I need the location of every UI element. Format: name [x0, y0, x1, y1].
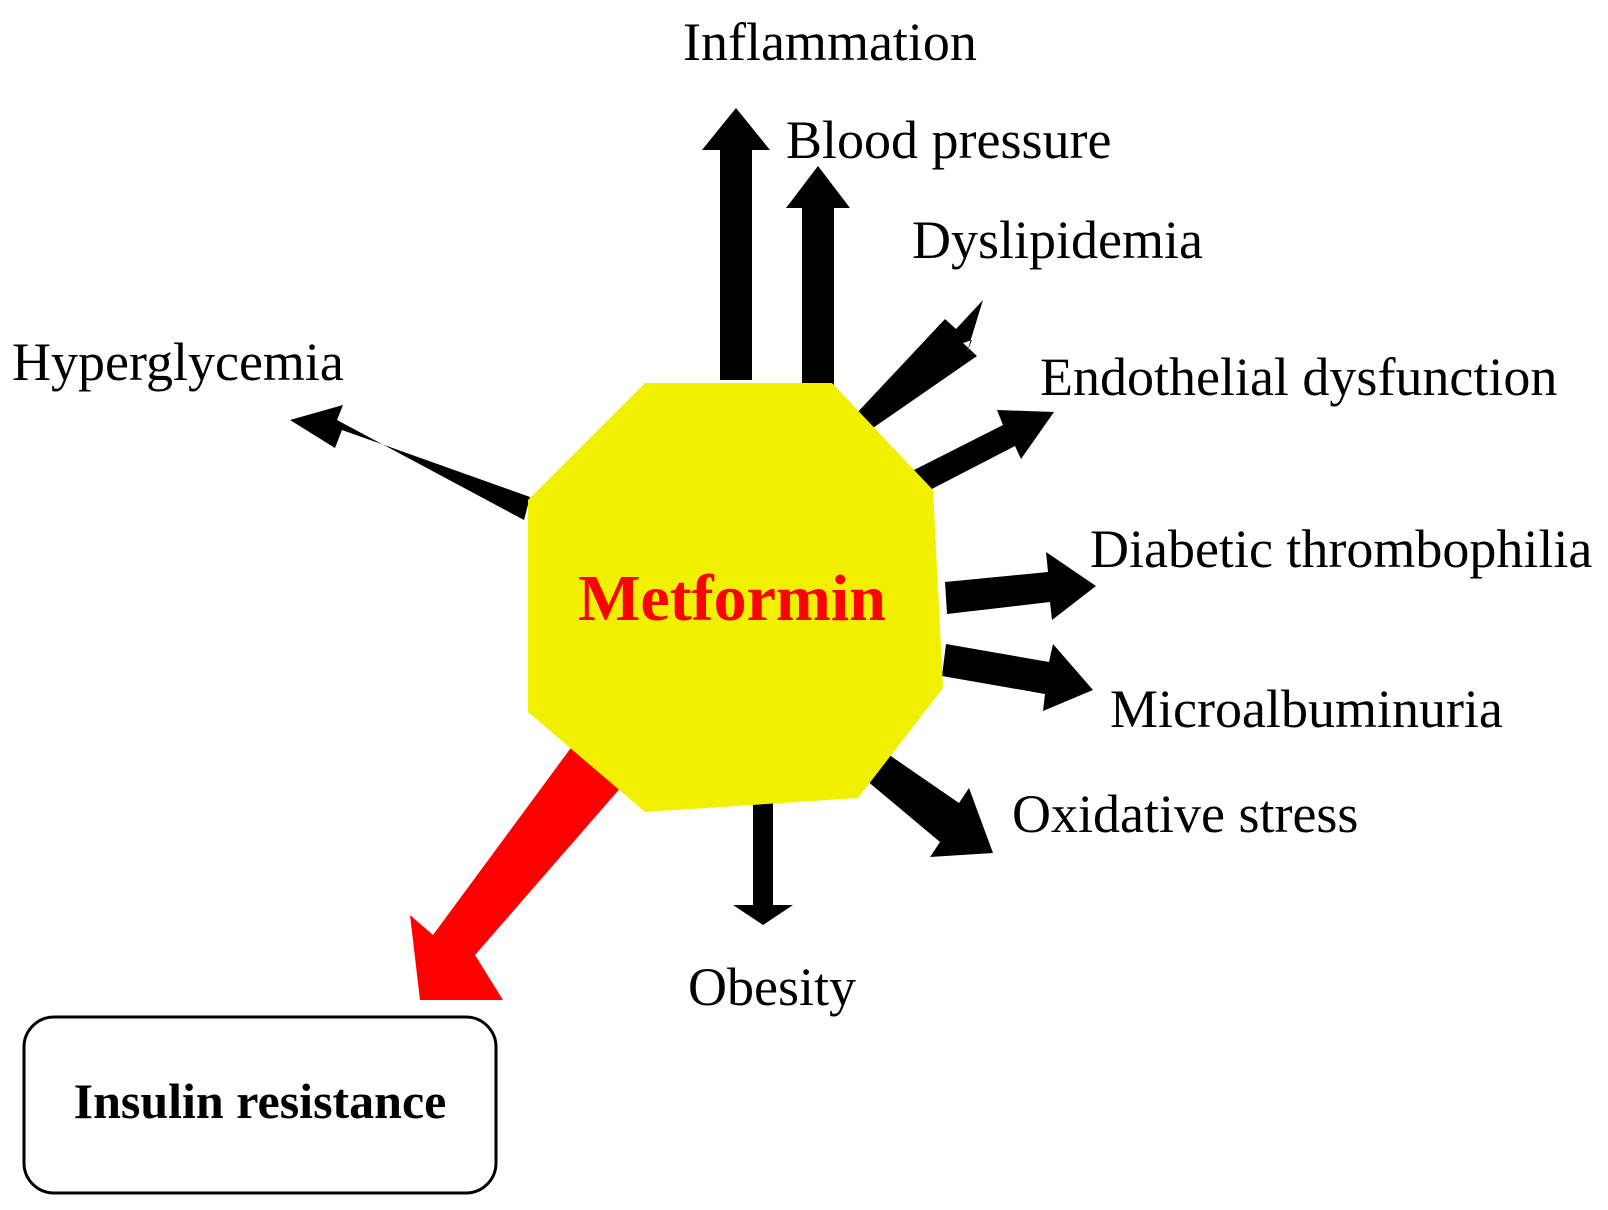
insulin-resistance-label: Insulin resistance — [74, 1073, 447, 1129]
label-hyperglycemia: Hyperglycemia — [12, 332, 344, 392]
arrow-microalbuminuria — [942, 644, 1093, 711]
label-endothelial-dysfunction: Endothelial dysfunction — [1040, 347, 1557, 407]
metformin-label: Metformin — [578, 562, 886, 635]
arrow-dyslipidemia — [855, 300, 983, 430]
arrow-blood-pressure — [786, 166, 850, 385]
insulin-resistance-box — [22, 1015, 498, 1195]
arrow-inflammation — [702, 108, 770, 380]
arrow-insulin-resistance — [410, 745, 623, 1000]
metformin-octagon — [528, 383, 943, 812]
label-diabetic-thrombophilia: Diabetic thrombophilia — [1090, 519, 1592, 579]
arrow-hyperglycemia — [290, 405, 530, 520]
arrow-diabetic-thrombophilia — [945, 552, 1096, 620]
effect-arrows — [290, 108, 1096, 925]
arrow-oxidative-stress — [866, 752, 993, 857]
label-dyslipidemia: Dyslipidemia — [912, 210, 1203, 270]
label-obesity: Obesity — [688, 957, 856, 1017]
label-inflammation: Inflammation — [683, 12, 977, 72]
label-blood-pressure: Blood pressure — [786, 110, 1111, 170]
arrow-obesity — [733, 800, 793, 925]
label-microalbuminuria: Microalbuminuria — [1110, 679, 1503, 739]
label-oxidative-stress: Oxidative stress — [1012, 784, 1358, 844]
arrow-endothelial-dysfunction — [914, 410, 1054, 492]
